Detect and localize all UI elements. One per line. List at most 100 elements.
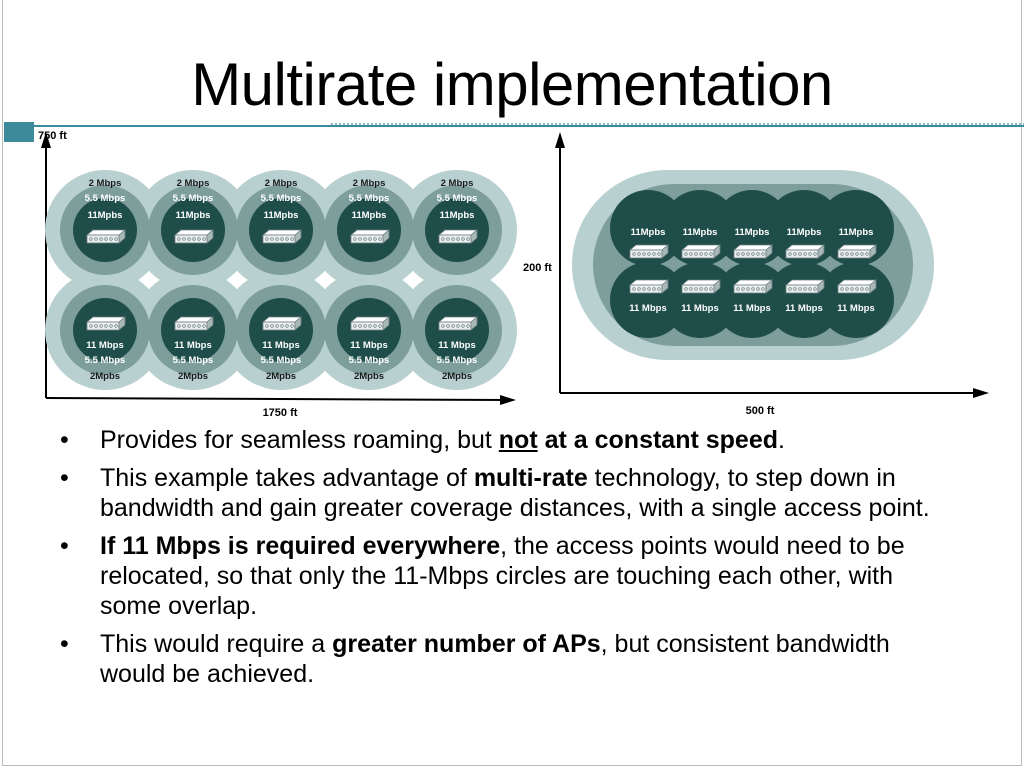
bullet-item: •This example takes advantage of multi-r… (60, 463, 960, 523)
ap-led (285, 324, 289, 328)
ap-led (840, 252, 844, 256)
ap-led (704, 287, 708, 291)
access-point-icon (437, 316, 479, 331)
bullet-item: •This would require a greater number of … (60, 629, 960, 689)
ap-led (751, 252, 755, 256)
label-11mbps: 11Mpbs (787, 227, 822, 238)
ap-led (684, 287, 688, 291)
ap-side (713, 279, 721, 294)
access-point-icon (836, 279, 878, 294)
ap-led (704, 252, 708, 256)
ap-front (629, 284, 663, 294)
ap-led (637, 287, 641, 291)
ap-side (661, 244, 669, 259)
ap-side (869, 279, 877, 294)
label-2mbps: 2Mpbs (266, 371, 296, 382)
ap-led (265, 237, 269, 241)
ap-led (850, 287, 854, 291)
y-axis-label: 200 ft (523, 262, 552, 274)
ap-front (174, 321, 208, 331)
ap-led (94, 237, 98, 241)
bullet-dot: • (60, 532, 69, 560)
ap-front (785, 284, 819, 294)
ap-led (265, 324, 269, 328)
ap-led (373, 324, 377, 328)
label-11mbps: 11 Mbps (681, 303, 719, 314)
ap-led (793, 252, 797, 256)
label-5-5mbps: 5.5 Mbps (437, 355, 478, 366)
bullet-text: , the access points would need to be rel… (100, 532, 905, 620)
ap-front (837, 284, 871, 294)
label-2mbps: 2 Mbps (265, 178, 298, 189)
ap-led (461, 324, 465, 328)
ap-led (642, 287, 646, 291)
ap-led (699, 287, 703, 291)
ap-led (109, 237, 113, 241)
ap-led (736, 287, 740, 291)
label-11mbps: 11 Mbps (350, 340, 388, 351)
access-point-icon (836, 244, 878, 259)
ap-front (681, 249, 715, 259)
label-11mbps: 11Mpbs (839, 227, 874, 238)
ap-led (709, 287, 713, 291)
ap-led (803, 252, 807, 256)
access-point-icon (261, 229, 303, 244)
right-y-arrow (555, 132, 565, 148)
ap-led (451, 237, 455, 241)
label-2mbps: 2Mpbs (354, 371, 384, 382)
ap-led (378, 324, 382, 328)
label-2mbps: 2 Mbps (177, 178, 210, 189)
ap-side (713, 244, 721, 259)
label-11mbps: 11 Mbps (785, 303, 823, 314)
label-11mbps: 11 Mbps (174, 340, 212, 351)
label-2mbps: 2Mpbs (442, 371, 472, 382)
ap-led (441, 237, 445, 241)
label-11mbps: 11Mpbs (440, 210, 475, 221)
ap-led (451, 324, 455, 328)
ap-led (761, 287, 765, 291)
ap-led (657, 287, 661, 291)
ap-front (681, 284, 715, 294)
ap-led (694, 252, 698, 256)
access-point-icon (173, 229, 215, 244)
bullet-emphasis: greater number of APs (332, 630, 601, 658)
ap-front (174, 234, 208, 244)
ap-led (446, 237, 450, 241)
ap-side (765, 244, 773, 259)
ap-led (632, 252, 636, 256)
ap-led (177, 324, 181, 328)
ap-led (746, 252, 750, 256)
bullet-text: , but consistent bandwidth would be achi… (100, 630, 890, 688)
ap-led (657, 252, 661, 256)
label-5-5mbps: 5.5 Mbps (85, 193, 126, 204)
ap-led (109, 324, 113, 328)
x-axis-label: 500 ft (746, 405, 775, 417)
ap-led (793, 287, 797, 291)
ap-led (446, 324, 450, 328)
ap-led (466, 237, 470, 241)
label-5-5mbps: 5.5 Mbps (173, 193, 214, 204)
ap-led (187, 237, 191, 241)
access-point-icon (85, 316, 127, 331)
bullet-dot: • (60, 630, 69, 658)
right-x-arrow (973, 388, 989, 398)
ap-side (661, 279, 669, 294)
ap-led (466, 324, 470, 328)
ap-led (788, 252, 792, 256)
ap-led (845, 287, 849, 291)
label-11mbps: 11 Mbps (86, 340, 124, 351)
ap-side (294, 229, 302, 244)
ap-side (765, 279, 773, 294)
ap-side (206, 229, 214, 244)
ap-led (865, 287, 869, 291)
ap-led (456, 324, 460, 328)
access-point-icon (261, 316, 303, 331)
ap-led (461, 237, 465, 241)
ap-led (114, 324, 118, 328)
ap-led (363, 324, 367, 328)
ap-front (733, 284, 767, 294)
ap-side (382, 316, 390, 331)
left-x-arrow (500, 395, 516, 405)
ap-led (840, 287, 844, 291)
ap-led (684, 252, 688, 256)
